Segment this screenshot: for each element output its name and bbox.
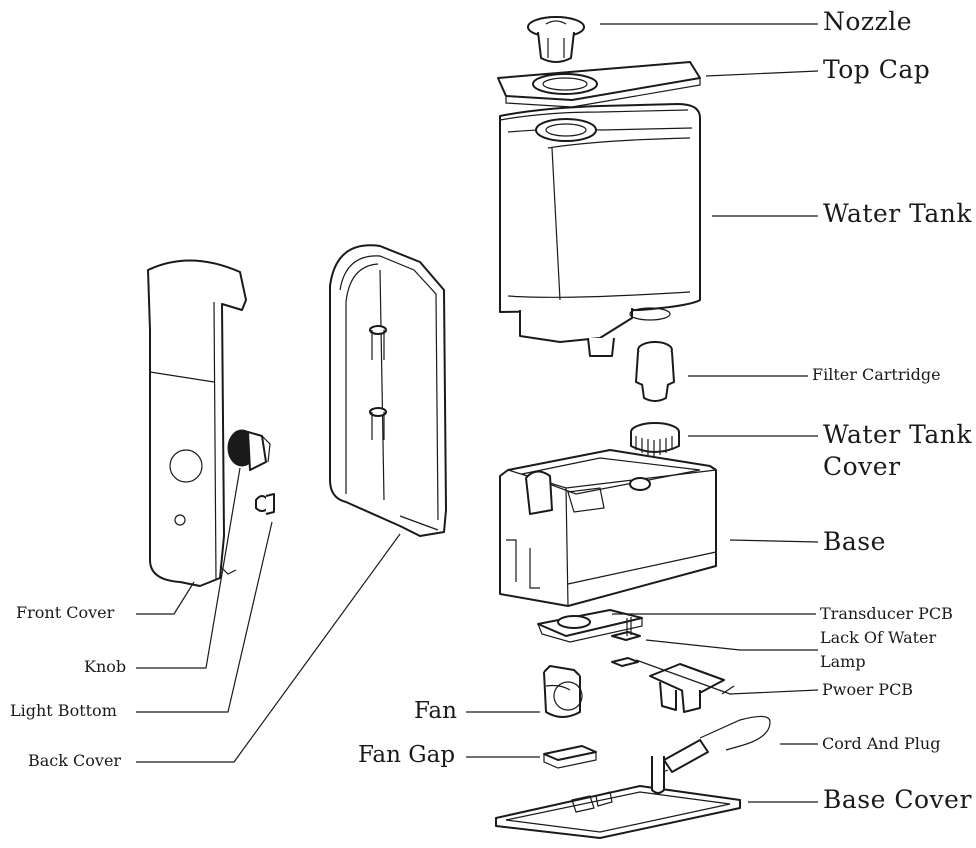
label-lack-of-water-line1: Lack Of Water [820,628,937,647]
label-base: Base [823,527,886,556]
label-lack-of-water-line2: Lamp [820,652,866,671]
label-filter-cartridge: Filter Cartridge [812,365,941,384]
label-top-cap: Top Cap [823,55,931,84]
leader-lines [136,23,819,803]
label-water-tank-cover-line1: Water Tank [823,420,973,449]
light-bottom-part [255,493,275,515]
front-cover-part [147,259,247,587]
fan-part [543,665,583,718]
back-cover-part [329,244,447,537]
label-base-cover: Base Cover [823,785,972,814]
top-cap-part [497,61,701,108]
label-nozzle: Nozzle [823,7,913,36]
cord-and-plug-part [655,715,771,775]
lack-of-water-lamp-part [611,617,641,667]
label-fan: Fan [414,698,457,724]
base-cover-part [495,756,741,839]
water-tank-cover-part [630,422,680,456]
fan-gap-part [543,745,597,769]
label-transducer-pcb: Transducer PCB [820,604,953,623]
base-part [499,449,717,607]
label-cord-and-plug: Cord And Plug [822,734,941,753]
label-knob: Knob [84,657,127,676]
nozzle-part [527,16,585,63]
knob-part [227,429,271,471]
label-light-bottom: Light Bottom [10,701,117,720]
label-back-cover: Back Cover [28,751,122,770]
filter-cartridge-part [635,341,675,402]
transducer-pcb-part [537,609,643,643]
water-tank-part [499,103,701,357]
label-water-tank: Water Tank [823,199,973,228]
label-front-cover: Front Cover [16,603,115,622]
label-water-tank-cover-line2: Cover [823,452,901,481]
label-power-pcb: Pwoer PCB [822,680,914,699]
label-fan-gap: Fan Gap [358,742,456,768]
